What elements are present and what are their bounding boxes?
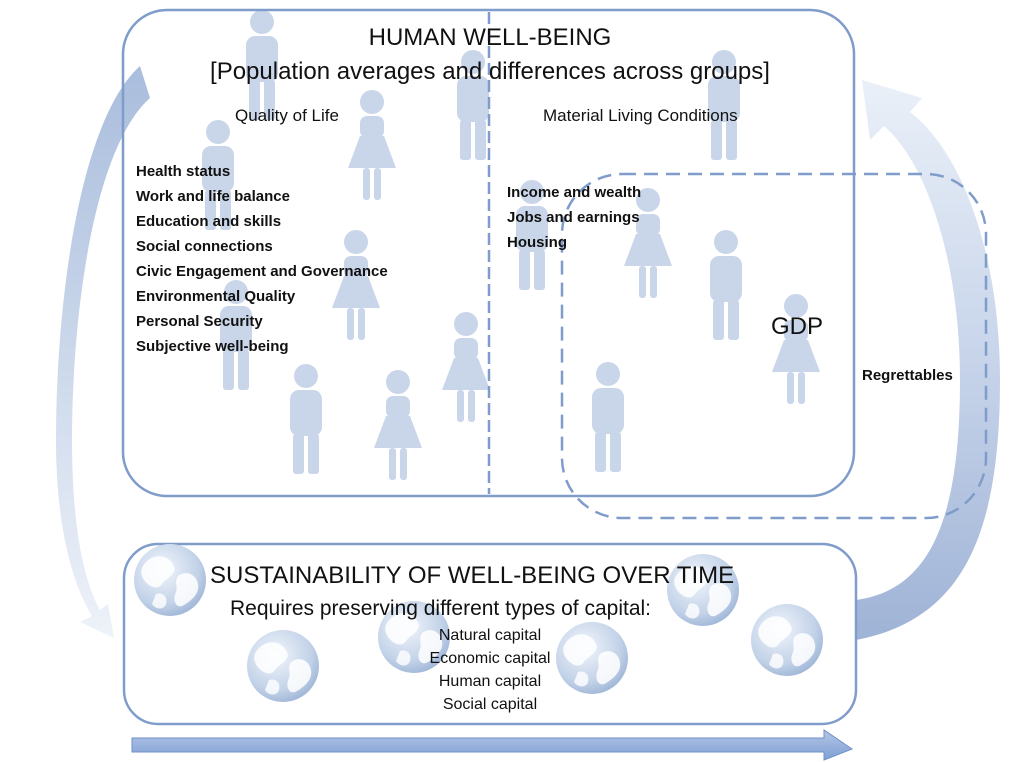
person-icon (592, 362, 624, 472)
list-item: Social connections (136, 238, 273, 255)
person-icon (772, 294, 820, 404)
gdp-label: GDP (771, 313, 824, 340)
quality-of-life-heading: Quality of Life (235, 106, 339, 125)
sustainability-subtitle: Requires preserving different types of c… (230, 597, 652, 620)
person-icon (710, 230, 742, 340)
list-item: Education and skills (136, 213, 282, 230)
flow-arrow-left (56, 66, 150, 638)
regrettables-label: Regrettables (862, 367, 953, 384)
list-item: Personal Security (136, 313, 263, 330)
list-item: Civic Engagement and Governance (136, 263, 388, 280)
list-item: Economic capital (429, 650, 551, 667)
list-item: Health status (136, 163, 231, 180)
list-item: Jobs and earnings (507, 209, 640, 226)
capital-list: Natural capital Economic capital Human c… (390, 624, 590, 716)
well-being-subtitle: [Population averages and differences acr… (210, 58, 770, 85)
list-item: Work and life balance (136, 188, 290, 205)
material-living-heading: Material Living Conditions (543, 106, 738, 125)
list-item: Subjective well-being (136, 338, 289, 355)
list-item: Social capital (442, 696, 538, 713)
well-being-title: HUMAN WELL-BEING (368, 24, 612, 51)
person-icon (374, 370, 422, 480)
list-item: Housing (507, 234, 567, 251)
sustainability-title: SUSTAINABILITY OF WELL-BEING OVER TIME (210, 562, 735, 589)
list-item: Environmental Quality (136, 288, 296, 305)
globe-icon (751, 604, 823, 676)
list-item: Income and wealth (507, 184, 642, 201)
well-being-box (121, 8, 856, 498)
time-arrow (131, 729, 854, 761)
flow-arrow-right (856, 80, 1000, 640)
person-icon (442, 312, 490, 422)
globe-icon (134, 544, 206, 616)
globe-icon (247, 630, 319, 702)
list-item: Human capital (438, 673, 542, 690)
person-icon (290, 364, 322, 474)
material-living-list: Income and wealth Jobs and earnings Hous… (507, 180, 641, 255)
quality-of-life-list: Health status Work and life balance Educ… (136, 159, 388, 359)
sustainability-box (122, 542, 858, 726)
gdp-box (560, 172, 988, 520)
list-item: Natural capital (438, 627, 542, 644)
